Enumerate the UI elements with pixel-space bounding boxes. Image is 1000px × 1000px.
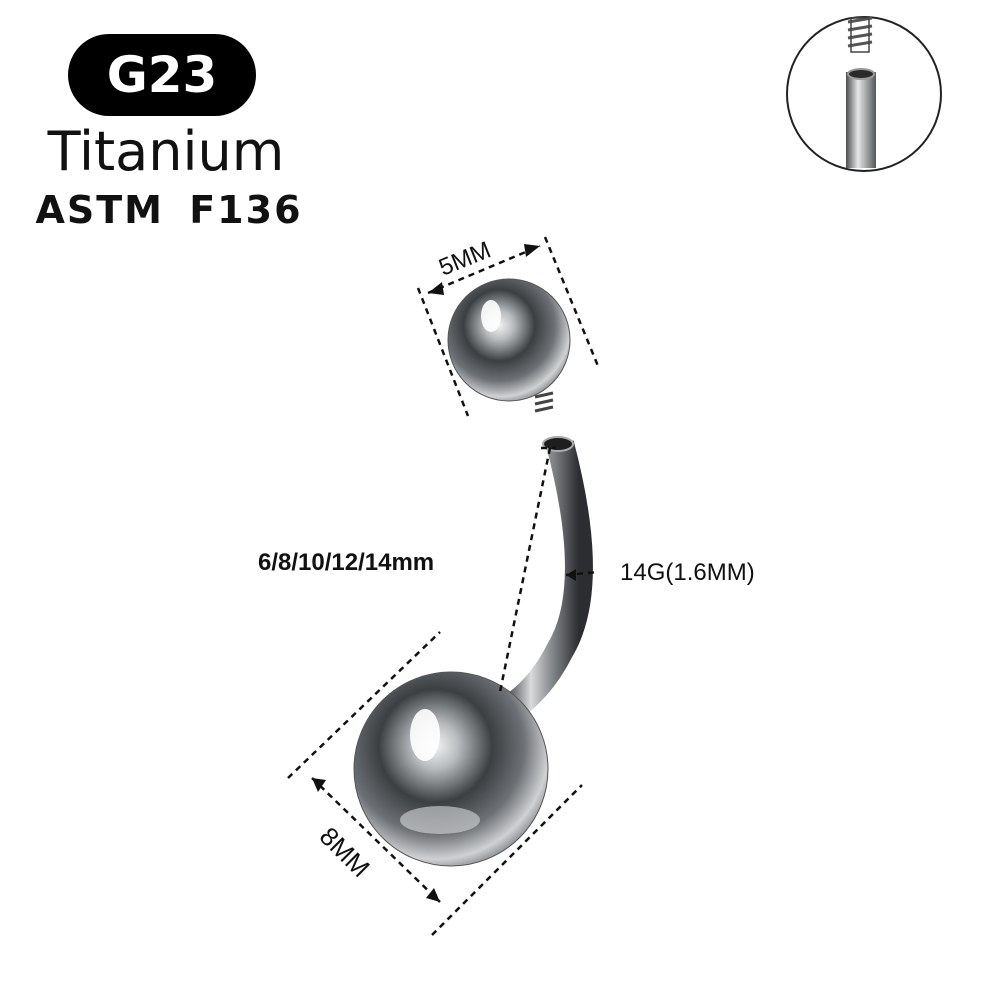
gauge-label: 14G(1.6MM) — [620, 559, 755, 586]
grade-badge: G23 — [68, 34, 256, 116]
bottom-ball-size-label: 8MM — [314, 821, 376, 883]
dimension-lines — [287, 236, 600, 936]
bar-thread-opening — [542, 436, 574, 452]
top-ball-size-label: 5MM — [435, 237, 495, 282]
top-ball — [447, 278, 571, 413]
grade-badge-label: G23 — [106, 46, 218, 104]
curved-bar — [497, 440, 593, 725]
material-title: Titanium — [47, 120, 285, 183]
threaded-end-detail-icon — [786, 16, 942, 172]
material-standard: ASTM F136 — [35, 188, 303, 232]
bar-length-label: 6/8/10/12/14mm — [258, 549, 434, 576]
bottom-ball — [353, 671, 549, 867]
dimension-arrowheads — [312, 244, 576, 902]
